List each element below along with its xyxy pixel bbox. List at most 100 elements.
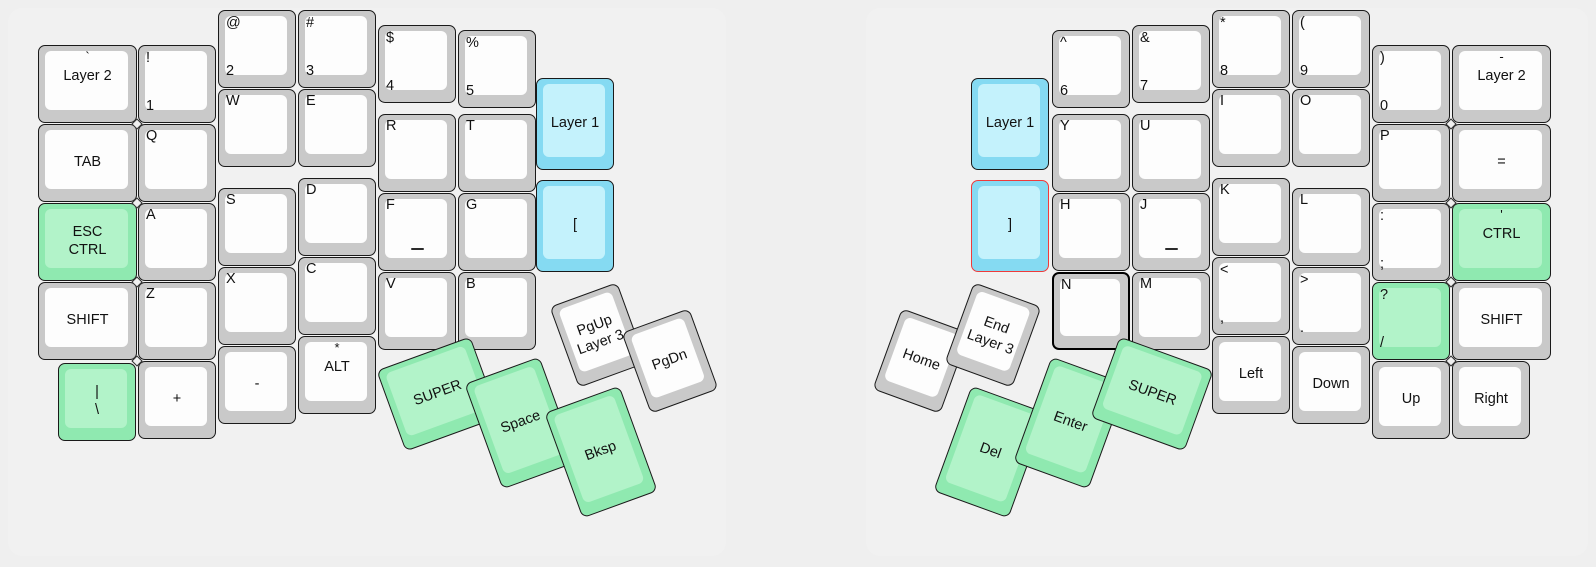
key-l-t[interactable]: T	[458, 114, 536, 192]
key-legend: *8	[1213, 11, 1289, 87]
key-r-7[interactable]: &7	[1132, 25, 1210, 103]
key-l-shift[interactable]: SHIFT	[38, 282, 137, 360]
key-l-a[interactable]: A	[138, 203, 216, 281]
key-l-bracket-left[interactable]: [	[536, 180, 614, 272]
key-l-4[interactable]: $4	[378, 25, 456, 103]
key-legend-bottom: H	[1060, 197, 1071, 213]
key-l-grave-layer2[interactable]: `Layer 2	[38, 45, 137, 123]
key-l-z[interactable]: Z	[138, 282, 216, 360]
key-r-quote-ctrl[interactable]: 'CTRL	[1452, 203, 1551, 281]
key-l-tab[interactable]: TAB	[38, 124, 137, 202]
key-l-x[interactable]: X	[218, 267, 296, 345]
key-l-pipe-backslash[interactable]: |\	[58, 363, 136, 441]
key-r-shift[interactable]: SHIFT	[1452, 282, 1551, 360]
key-l-f[interactable]: F	[378, 193, 456, 271]
key-r-slash[interactable]: ?/	[1372, 282, 1450, 360]
key-cap	[225, 194, 287, 253]
key-legend-bottom: 3	[306, 63, 315, 80]
key-r-y[interactable]: Y	[1052, 114, 1130, 192]
key-l-1[interactable]: !1	[138, 45, 216, 123]
key-l-layer1[interactable]: Layer 1	[536, 78, 614, 170]
key-r-period[interactable]: >.	[1292, 267, 1370, 345]
key-legend-bottom: ALT	[324, 359, 350, 376]
key-r-0[interactable]: )0	[1372, 45, 1450, 123]
key-l-d[interactable]: D	[298, 178, 376, 256]
key-legend: )0	[1373, 46, 1449, 122]
key-l-b[interactable]: B	[458, 272, 536, 350]
key-r-n[interactable]: N	[1052, 272, 1130, 350]
key-legend: H	[1053, 194, 1129, 270]
key-r-9[interactable]: (9	[1292, 10, 1370, 88]
key-l-2[interactable]: @2	[218, 10, 296, 88]
key-r-j[interactable]: J	[1132, 193, 1210, 271]
key-legend: U	[1133, 115, 1209, 191]
key-l-q[interactable]: Q	[138, 124, 216, 202]
key-cap	[145, 367, 207, 426]
key-r-8[interactable]: *8	[1212, 10, 1290, 88]
key-cap	[1459, 288, 1542, 347]
key-legend-bottom: =	[1497, 154, 1506, 171]
key-cap	[465, 199, 527, 258]
key-l-r[interactable]: R	[378, 114, 456, 192]
key-legend: Layer 1	[972, 79, 1048, 169]
key-legend: $4	[379, 26, 455, 102]
key-r-up[interactable]: Up	[1372, 361, 1450, 439]
key-r-i[interactable]: I	[1212, 89, 1290, 167]
key-r-p[interactable]: P	[1372, 124, 1450, 202]
key-l-minus[interactable]: -	[218, 346, 296, 424]
key-r-left[interactable]: Left	[1212, 336, 1290, 414]
key-l-plus[interactable]: +	[138, 361, 216, 439]
key-legend-bottom: -	[254, 376, 260, 393]
key-legend: +	[139, 362, 215, 438]
key-cap	[385, 31, 447, 90]
key-l-3[interactable]: #3	[298, 10, 376, 88]
key-cap	[978, 84, 1040, 157]
key-cap	[225, 273, 287, 332]
key-r-l[interactable]: L	[1292, 188, 1370, 266]
key-legend: Q	[139, 125, 215, 201]
key-r-semicolon[interactable]: :;	[1372, 203, 1450, 281]
key-legend-top: ESC	[72, 224, 103, 241]
key-l-c[interactable]: C	[298, 257, 376, 335]
key-r-down[interactable]: Down	[1292, 346, 1370, 424]
key-cap	[385, 278, 447, 337]
key-cap	[543, 186, 605, 259]
key-legend-bottom: F	[386, 197, 395, 213]
key-cap	[1299, 194, 1361, 253]
key-legend-bottom: G	[466, 197, 478, 213]
key-legend: D	[299, 179, 375, 255]
key-cap	[1299, 95, 1361, 154]
key-legend: :;	[1373, 204, 1449, 280]
key-l-v[interactable]: V	[378, 272, 456, 350]
key-legend: Down	[1293, 347, 1369, 423]
key-l-s[interactable]: S	[218, 188, 296, 266]
key-r-right[interactable]: Right	[1452, 361, 1530, 439]
key-l-e[interactable]: E	[298, 89, 376, 167]
key-r-minus-layer2[interactable]: -Layer 2	[1452, 45, 1551, 123]
key-legend-bottom: 2	[226, 63, 235, 80]
key-legend-bottom: E	[306, 93, 316, 109]
key-r-comma[interactable]: <,	[1212, 257, 1290, 335]
key-r-u[interactable]: U	[1132, 114, 1210, 192]
key-l-alt[interactable]: *ALT	[298, 336, 376, 414]
key-legend-bottom: TAB	[73, 154, 102, 171]
key-legend: (9	[1293, 11, 1369, 87]
key-r-m[interactable]: M	[1132, 272, 1210, 350]
key-r-layer1[interactable]: Layer 1	[971, 78, 1049, 170]
key-legend-bottom: ;	[1380, 256, 1385, 273]
key-legend-top: )	[1380, 50, 1385, 66]
key-r-equal[interactable]: =	[1452, 124, 1551, 202]
key-r-6[interactable]: ^6	[1052, 30, 1130, 108]
key-l-g[interactable]: G	[458, 193, 536, 271]
key-l-5[interactable]: %5	[458, 30, 536, 108]
key-r-o[interactable]: O	[1292, 89, 1370, 167]
key-l-w[interactable]: W	[218, 89, 296, 167]
key-r-h[interactable]: H	[1052, 193, 1130, 271]
key-legend-top: #	[306, 15, 315, 31]
key-cap	[305, 95, 367, 154]
key-r-bracket-right[interactable]: ]	[971, 180, 1049, 272]
key-legend-bottom: V	[386, 276, 396, 292]
key-r-k[interactable]: K	[1212, 178, 1290, 256]
